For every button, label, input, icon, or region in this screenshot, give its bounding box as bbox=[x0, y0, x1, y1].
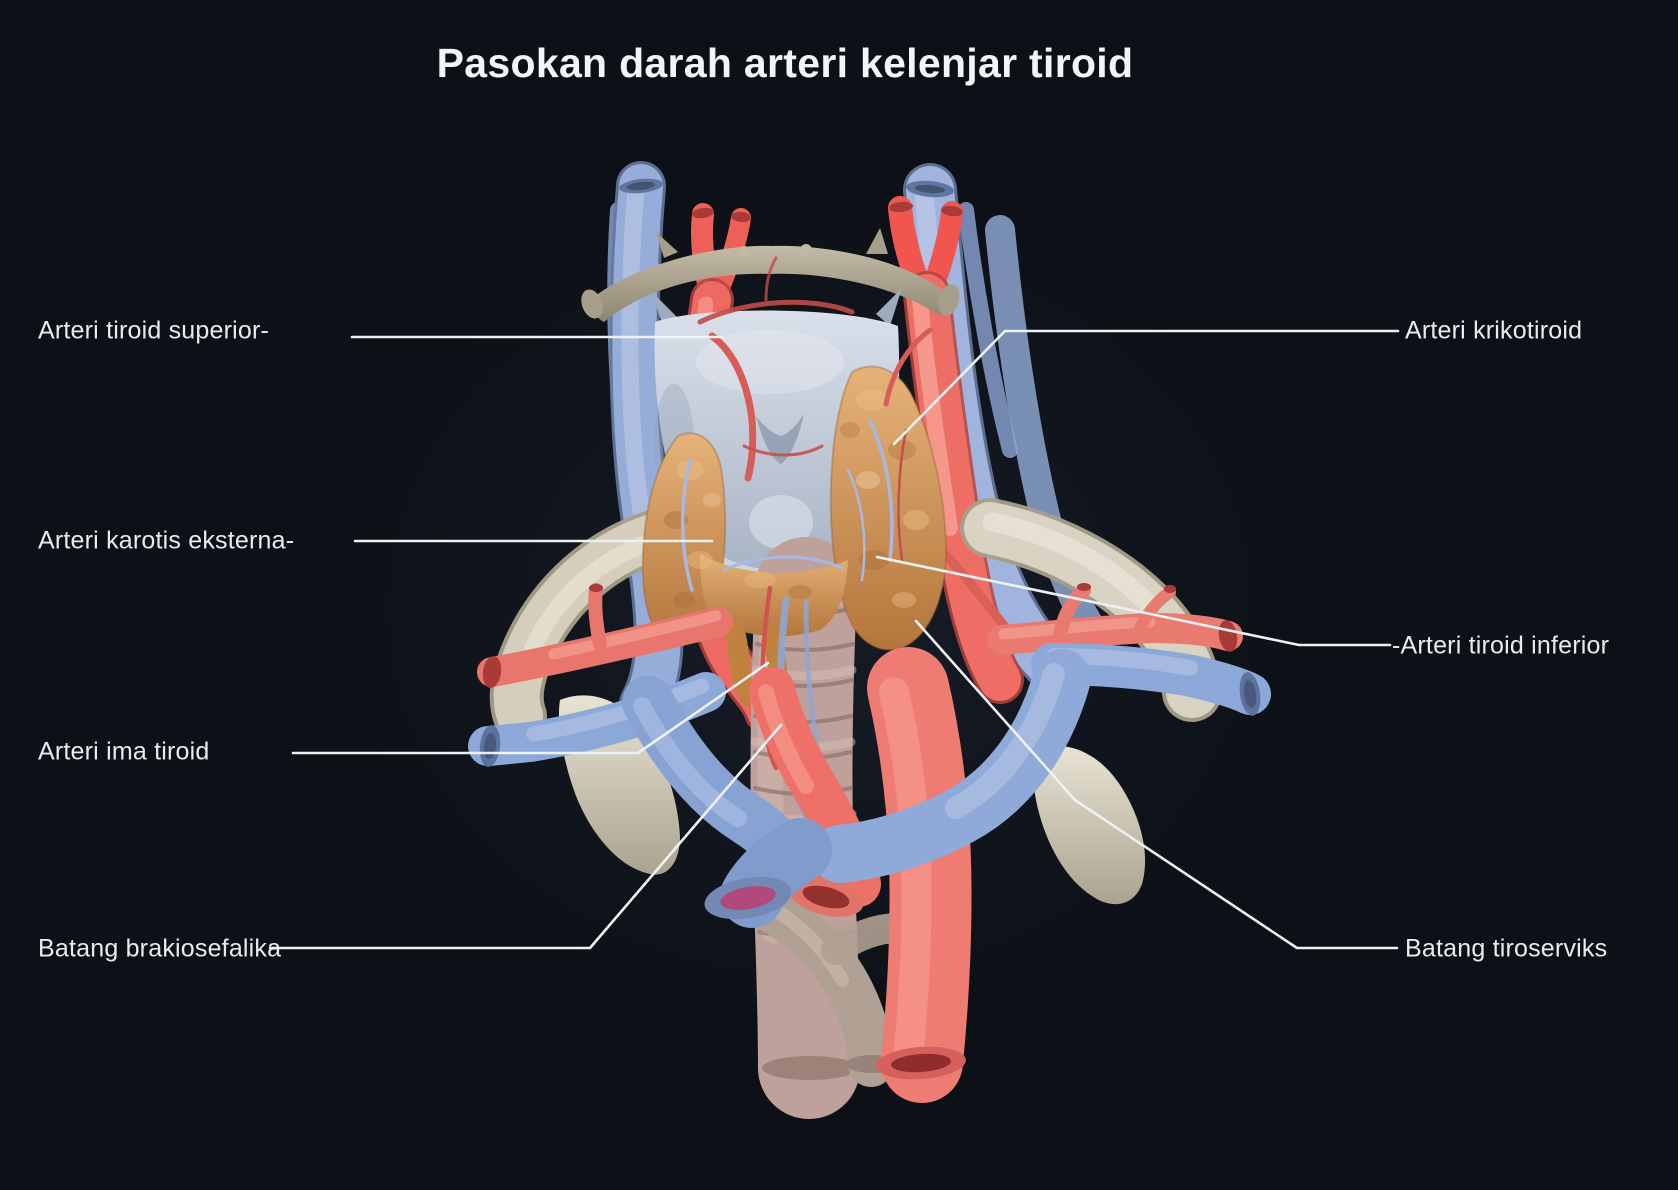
leader-tiroserviks bbox=[914, 619, 1399, 950]
label-batang-tiroserviks: Batang tiroserviks bbox=[1405, 934, 1608, 963]
page-title: Pasokan darah arteri kelenjar tiroid bbox=[436, 40, 1134, 86]
leader-lines bbox=[268, 329, 1400, 950]
label-arteri-tiroid-superior: Arteri tiroid superior- bbox=[38, 316, 270, 345]
leader-krikotiroid bbox=[892, 329, 1400, 446]
label-arteri-ima-tiroid: Arteri ima tiroid bbox=[38, 737, 210, 766]
label-arteri-karotis-eksterna: Arteri karotis eksterna- bbox=[38, 526, 295, 555]
brachiocephalic-veins bbox=[622, 649, 1091, 928]
leader-tiroid-inferior bbox=[875, 555, 1392, 647]
hyoid-bone bbox=[581, 228, 960, 322]
subclavian-arteries bbox=[477, 583, 1243, 688]
leader-brakiosefalika bbox=[268, 723, 783, 950]
label-arteri-tiroid-inferior: -Arteri tiroid inferior bbox=[1392, 631, 1610, 660]
leader-ima-tiroid bbox=[291, 661, 770, 755]
label-batang-brakiosefalika: Batang brakiosefalika bbox=[38, 934, 282, 963]
label-arteri-krikotiroid: Arteri krikotiroid bbox=[1405, 316, 1583, 345]
